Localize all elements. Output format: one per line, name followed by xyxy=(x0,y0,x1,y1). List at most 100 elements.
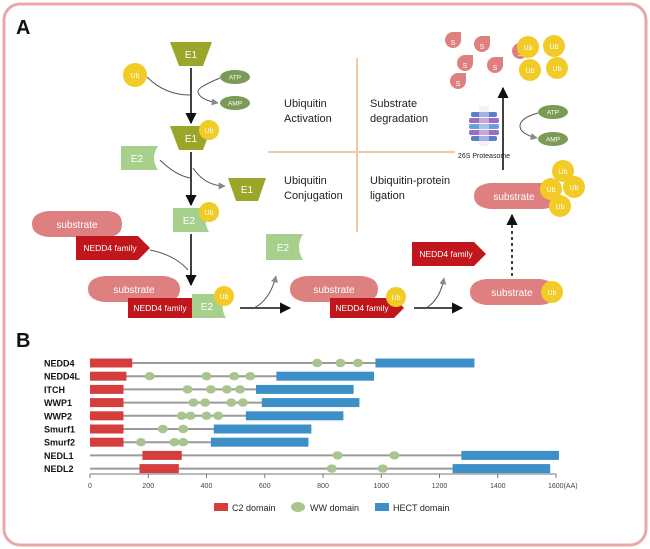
axis-tick-label: 400 xyxy=(201,483,213,490)
ub-label: Ub xyxy=(550,44,559,51)
ub-label: Ub xyxy=(556,204,565,211)
activation-label-line2: Activation xyxy=(284,113,332,125)
atp-label: ATP xyxy=(547,110,559,117)
atp-label: ATP xyxy=(229,75,241,82)
ww-domain xyxy=(185,411,196,420)
protein-row-smurf1: Smurf1 xyxy=(44,424,312,435)
atp-to-amp-arrow xyxy=(197,77,221,106)
protein-row-itch: ITCH xyxy=(44,384,354,395)
c2-domain xyxy=(90,437,124,447)
ww-domain xyxy=(144,372,155,381)
ub-label: Ub xyxy=(570,185,579,192)
ub-label: Ub xyxy=(205,128,214,135)
ub-label: Ub xyxy=(559,169,568,176)
protein-name: Smurf1 xyxy=(44,425,75,435)
s-fragment-label: S xyxy=(493,65,498,72)
activation-label-line1: Ubiquitin xyxy=(284,98,327,110)
ligation-label-line2: ligation xyxy=(370,190,405,202)
c2-domain xyxy=(90,384,124,394)
legend-swatch-c2 xyxy=(214,503,228,511)
atp-pill-top: ATP xyxy=(220,70,250,84)
protein-row-wwp1: WWP1 xyxy=(44,398,360,408)
e2-enzyme-released: E2 xyxy=(266,234,303,260)
e2-enzyme-free: E2 xyxy=(121,146,158,170)
legend-swatch-ww xyxy=(291,502,305,512)
ww-domain xyxy=(332,451,343,460)
nedd4-release-arrow xyxy=(425,277,447,309)
ww-domain xyxy=(135,438,146,447)
ub-label: Ub xyxy=(547,187,556,194)
complex-substrate-nedd4-ub: substrate NEDD4 family Ub xyxy=(290,276,406,318)
e2-joins-arrow xyxy=(159,159,191,179)
e2-label: E2 xyxy=(183,216,196,227)
e1-ub-complex: E1 Ub xyxy=(170,120,219,150)
ww-domain xyxy=(335,358,346,368)
ub-label: Ub xyxy=(553,66,562,73)
e2-release-arrow xyxy=(253,275,278,309)
ww-domain xyxy=(245,372,256,381)
e2-ub-complex: E2 Ub xyxy=(173,202,219,232)
conjugation-label-line2: Conjugation xyxy=(284,190,343,202)
c2-domain xyxy=(90,371,127,381)
hect-domain xyxy=(245,411,344,421)
nedd4-joins-arrow xyxy=(149,249,189,271)
c2-domain xyxy=(90,358,133,368)
nedd4-label: NEDD4 family xyxy=(335,303,389,313)
protein-name: NEDD4L xyxy=(44,372,81,382)
e1-label: E1 xyxy=(241,185,254,196)
legend-c2-label: C2 domain xyxy=(232,503,276,513)
protein-row-wwp2: WWP2 xyxy=(44,411,344,421)
e2-label: E2 xyxy=(131,154,144,165)
substrate-label: substrate xyxy=(313,285,355,296)
protein-row-nedl1: NEDL1 xyxy=(44,450,559,461)
panel-b-label: B xyxy=(16,330,30,352)
ww-domain xyxy=(229,372,240,381)
axis-tick-label: 1400 xyxy=(490,483,506,490)
substrate-free: substrate xyxy=(32,211,122,237)
hect-domain xyxy=(261,398,360,408)
ub-label: Ub xyxy=(392,295,401,302)
ww-domain xyxy=(178,424,189,434)
nedd4-family-released: NEDD4 family xyxy=(412,242,486,266)
axis-tick-label: 1200 xyxy=(432,483,448,490)
axis-tick-label: 200 xyxy=(142,483,154,490)
ww-domain xyxy=(201,372,212,381)
s-fragment-label: S xyxy=(456,81,461,88)
substrate-polyubiquitinated: substrate Ub Ub Ub Ub xyxy=(474,160,585,217)
hect-domain xyxy=(461,450,559,460)
c2-domain xyxy=(90,411,124,421)
ww-domain xyxy=(326,464,337,473)
atp-to-amp-arrow-right xyxy=(519,112,539,140)
degradation-label-line1: Substrate xyxy=(370,98,417,110)
protein-row-smurf2: Smurf2 xyxy=(44,437,309,448)
ub-label: Ub xyxy=(131,73,140,80)
ww-domain xyxy=(178,438,189,447)
substrate-label: substrate xyxy=(493,192,535,203)
legend: C2 domain WW domain HECT domain xyxy=(214,502,449,513)
e2-label: E2 xyxy=(277,243,290,254)
ww-domain xyxy=(352,358,363,368)
ub-joins-arrow xyxy=(146,76,191,96)
complex-substrate-nedd4-e2: substrate NEDD4 family E2 Ub xyxy=(88,276,234,318)
e2-label: E2 xyxy=(201,302,214,313)
c2-domain xyxy=(90,424,124,434)
legend-ww-label: WW domain xyxy=(310,503,359,513)
ww-domain xyxy=(201,411,212,420)
e1-label: E1 xyxy=(185,134,198,145)
atp-pill-right: ATP xyxy=(538,105,568,119)
amp-pill-right: AMP xyxy=(538,132,568,146)
ww-domain xyxy=(182,385,193,394)
c2-domain xyxy=(90,398,124,408)
ub-label: Ub xyxy=(220,294,229,301)
c2-domain xyxy=(139,464,179,474)
hect-domain xyxy=(452,464,551,474)
ww-domain xyxy=(188,398,199,407)
ub-label: Ub xyxy=(548,290,557,297)
e1-enzyme-released: E1 xyxy=(228,178,266,201)
ww-domain xyxy=(157,424,168,434)
protein-name: WWP1 xyxy=(44,398,72,408)
amp-pill-top: AMP xyxy=(220,96,250,110)
s-fragment-label: S xyxy=(480,44,485,51)
